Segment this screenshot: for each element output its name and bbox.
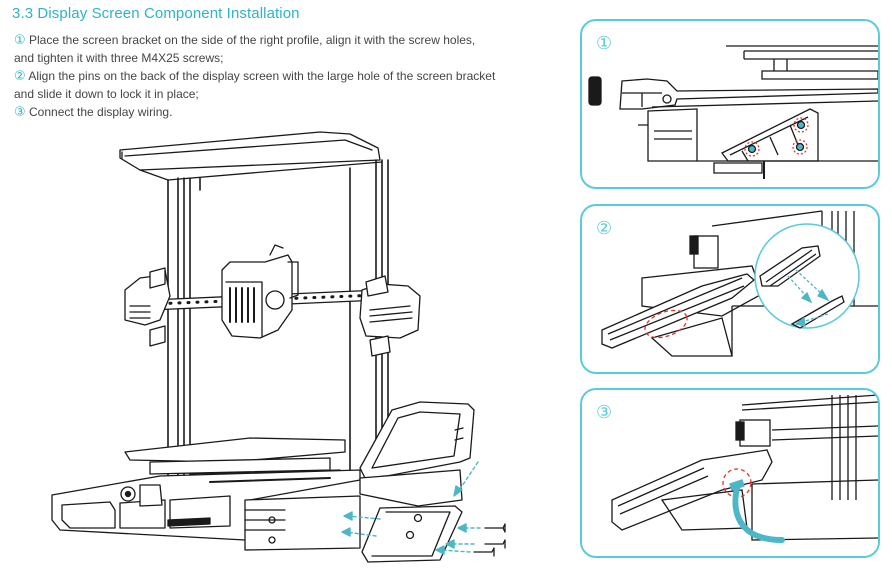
printer-base <box>51 469 361 551</box>
assembly-direction-arrows <box>341 461 481 555</box>
panel-1-marker: ① <box>596 33 613 53</box>
panel-2-marker: ② <box>596 218 613 238</box>
detail-panel-2: ② <box>580 204 880 374</box>
detail-panel-3: ③ <box>580 388 880 558</box>
step-2-line-2: and slide it down to lock it in place; <box>14 86 199 101</box>
step-1-marker: ① <box>14 32 26 47</box>
heated-bed <box>124 437 346 483</box>
step-3-text-1: Connect the display wiring. <box>29 105 173 120</box>
screw-hole-callouts <box>744 117 809 157</box>
display-screen-part <box>359 401 475 507</box>
step-2-line-1: ② Align the pins on the back of the disp… <box>14 67 574 86</box>
top-frame <box>119 131 383 181</box>
hotend-carriage <box>221 244 299 339</box>
step-2-marker: ② <box>14 68 26 84</box>
wiring-closeup-illustration <box>611 394 878 543</box>
step-1-line-2: and tighten it with three M4X25 screws; <box>14 50 224 65</box>
step-1-text-1: Place the screen bracket on the side of … <box>29 33 476 47</box>
instruction-steps: ① Place the screen bracket on the side o… <box>14 31 574 122</box>
step-3-line-1: ③ Connect the display wiring. <box>14 103 574 122</box>
screen-slide-closeup-illustration <box>601 210 878 357</box>
section-title: 3.3 Display Screen Component Installatio… <box>12 5 300 22</box>
bracket-screw-closeup-illustration <box>588 45 878 179</box>
step-3-marker: ③ <box>14 104 26 120</box>
printer-assembly-illustration <box>51 131 506 563</box>
detail-panel-1: ① <box>580 19 880 189</box>
display-cable <box>732 485 785 543</box>
m4x25-screws <box>473 523 506 557</box>
panel-3-marker: ③ <box>596 402 613 422</box>
step-1-line-1: ① Place the screen bracket on the side o… <box>14 31 574 50</box>
screen-bracket-part <box>361 505 463 563</box>
step-2-text-1: Align the pins on the back of the displa… <box>28 69 496 84</box>
